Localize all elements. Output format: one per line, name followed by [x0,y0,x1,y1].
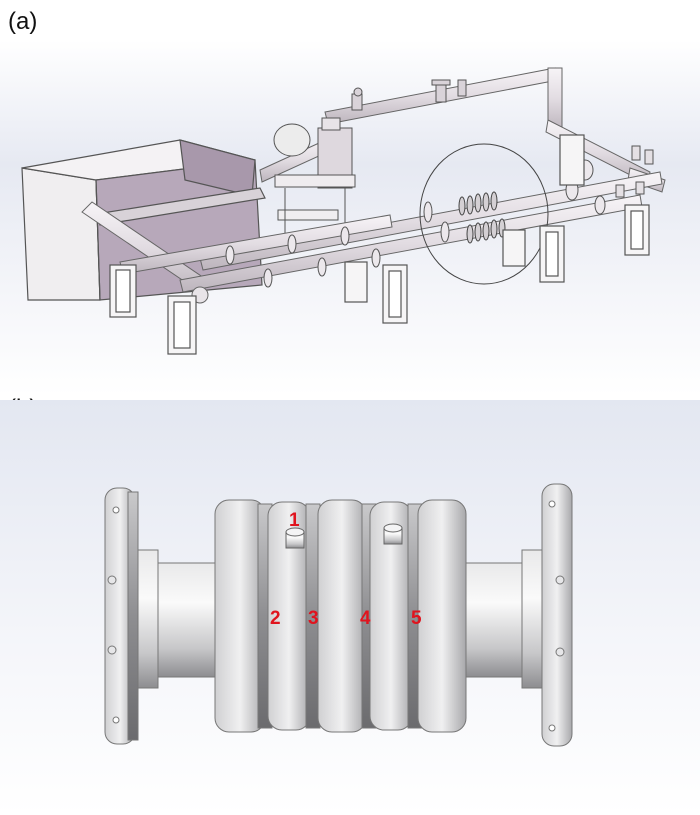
test-rig-isometric-view [0,0,700,395]
marker-2: 2 [270,608,281,629]
measurement-point-labels: 1 2 3 4 5 [270,510,422,629]
orifice-rings [214,499,467,733]
marker-5: 5 [411,608,422,629]
right-valves [615,145,654,198]
test-rig-drawing [0,40,700,395]
ring-3 [317,499,367,733]
top-valves [351,79,467,111]
pressure-taps [285,523,403,549]
test-section-closeup: 1 2 3 4 5 [0,400,700,815]
ring-5 [417,499,467,733]
support-stands [109,134,650,355]
test-section-highlight [419,143,549,285]
marker-1: 1 [289,510,300,531]
panel-label-a: (a) [8,8,38,35]
right-hub [459,549,545,689]
marker-4: 4 [360,608,371,629]
marker-3: 3 [308,608,319,629]
left-end-flange [104,487,139,745]
pump-motor [273,117,356,250]
left-hub [137,549,221,689]
test-section-drawing: 1 2 3 4 5 [0,400,700,815]
right-end-flange [541,483,573,747]
